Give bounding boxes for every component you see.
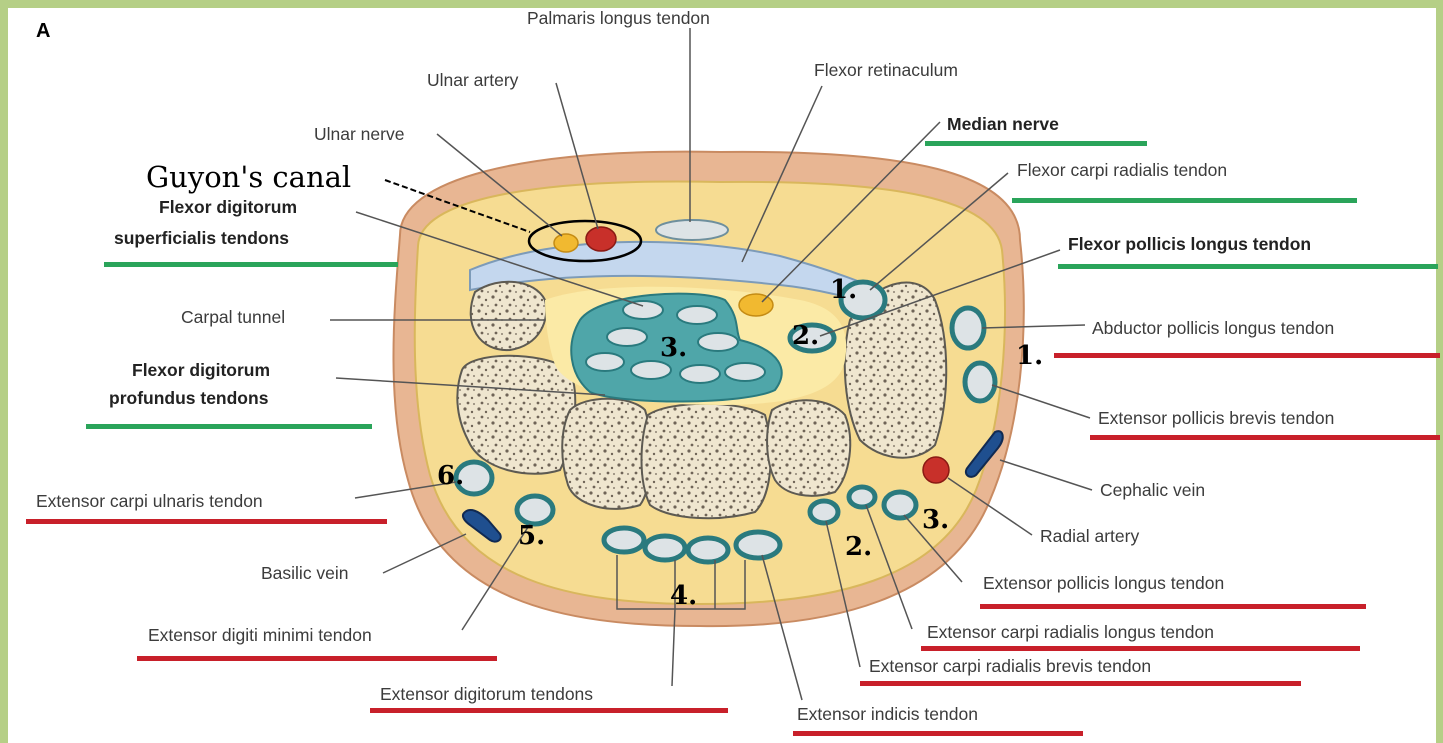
- label-fdp-line2: profundus tendons: [109, 388, 268, 408]
- guyon-canal-label: Guyon's canal: [146, 161, 351, 193]
- underline-ecrb: [860, 681, 1301, 686]
- label-radial-artery: Radial artery: [1040, 526, 1139, 546]
- number-edm: 5.: [518, 522, 545, 550]
- number-ecrl-ecrb: 2.: [845, 533, 872, 561]
- label-extensor-carpi-radialis-longus: Extensor carpi radialis longus tendon: [927, 622, 1214, 642]
- underline-apl: [1054, 353, 1440, 358]
- label-extensor-digitorum: Extensor digitorum tendons: [380, 684, 593, 704]
- palmaris-longus-shape: [656, 220, 728, 240]
- number-fcr: 1.: [830, 276, 857, 304]
- label-extensor-digiti-minimi: Extensor digiti minimi tendon: [148, 625, 372, 645]
- label-extensor-pollicis-longus: Extensor pollicis longus tendon: [983, 573, 1224, 593]
- number-epl: 3.: [922, 506, 949, 534]
- label-palmaris-longus: Palmaris longus tendon: [527, 8, 710, 28]
- underline-ed: [370, 708, 728, 713]
- number-fds: 3.: [660, 334, 687, 362]
- underline-fpl: [1058, 264, 1438, 269]
- underline-ecrl: [921, 646, 1360, 651]
- label-extensor-carpi-radialis-brevis: Extensor carpi radialis brevis tendon: [869, 656, 1151, 676]
- label-extensor-pollicis-brevis: Extensor pollicis brevis tendon: [1098, 408, 1334, 428]
- label-abductor-pollicis-longus: Abductor pollicis longus tendon: [1092, 318, 1334, 338]
- median-nerve-shape: [739, 294, 773, 316]
- figure-letter: A: [36, 20, 50, 43]
- radial-artery-shape: [923, 457, 949, 483]
- label-basilic-vein: Basilic vein: [261, 563, 349, 583]
- label-fds-line1: Flexor digitorum: [159, 197, 297, 217]
- underline-epl: [980, 604, 1366, 609]
- underline-edm: [137, 656, 497, 661]
- ulnar-artery-shape: [586, 227, 616, 251]
- label-ulnar-artery: Ulnar artery: [427, 70, 518, 90]
- label-extensor-carpi-ulnaris: Extensor carpi ulnaris tendon: [36, 491, 263, 511]
- label-extensor-indicis: Extensor indicis tendon: [797, 704, 978, 724]
- apl-tendon-shape: [952, 308, 984, 348]
- label-fds-line2: superficialis tendons: [114, 228, 289, 248]
- label-cephalic-vein: Cephalic vein: [1100, 480, 1205, 500]
- label-fdp-line1: Flexor digitorum: [132, 360, 270, 380]
- label-flexor-carpi-radialis: Flexor carpi radialis tendon: [1017, 160, 1227, 180]
- underline-fds: [104, 262, 398, 267]
- number-ecu: 6.: [437, 462, 464, 490]
- label-carpal-tunnel: Carpal tunnel: [181, 307, 285, 327]
- underline-median-nerve: [925, 141, 1147, 146]
- underline-ei: [793, 731, 1083, 736]
- underline-ecu: [26, 519, 387, 524]
- label-flexor-pollicis-longus: Flexor pollicis longus tendon: [1068, 234, 1311, 254]
- label-ulnar-nerve: Ulnar nerve: [314, 124, 404, 144]
- underline-fdp: [86, 424, 372, 429]
- underline-flexor-carpi-radialis: [1012, 198, 1357, 203]
- label-flexor-retinaculum: Flexor retinaculum: [814, 60, 958, 80]
- label-median-nerve: Median nerve: [947, 114, 1059, 134]
- ulnar-nerve-shape: [554, 234, 578, 252]
- epb-tendon-shape: [965, 363, 995, 401]
- number-ed: 4.: [670, 582, 697, 610]
- number-fpl: 2.: [792, 322, 819, 350]
- number-apl-epb: 1.: [1016, 342, 1043, 370]
- underline-epb: [1090, 435, 1440, 440]
